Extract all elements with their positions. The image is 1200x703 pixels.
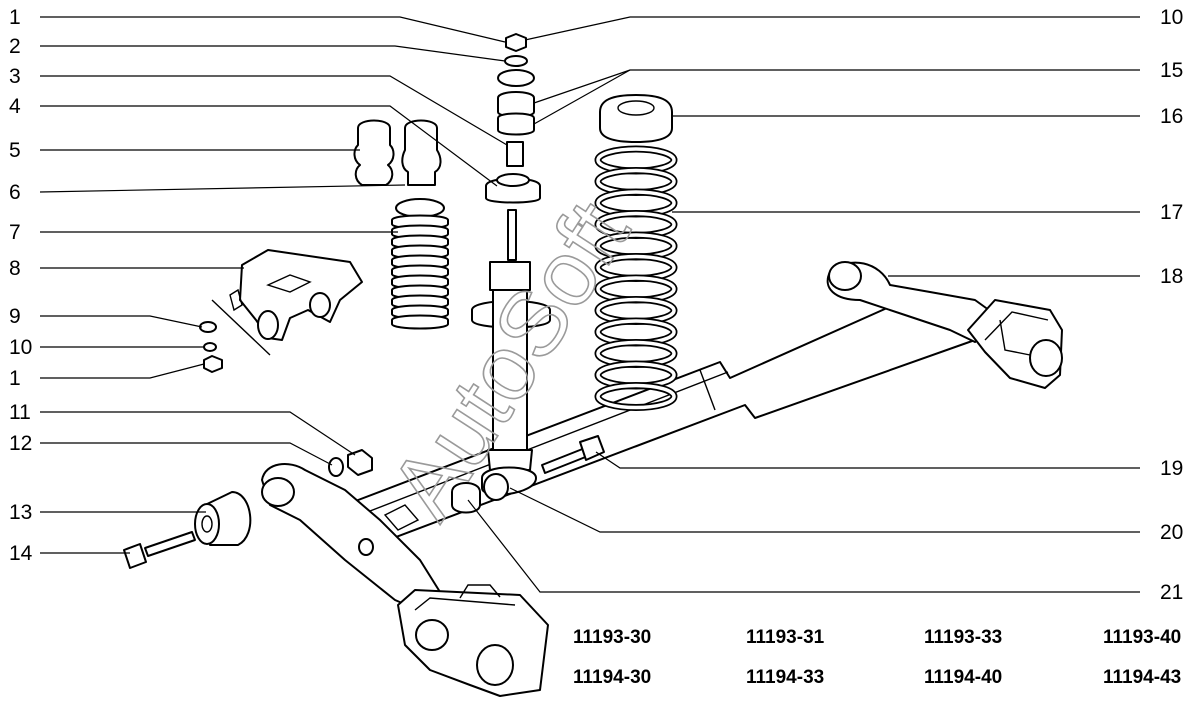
callout-3: 3 [9, 65, 21, 88]
callout-19: 19 [1160, 457, 1183, 480]
nut-21 [451, 482, 481, 514]
callout-6: 6 [9, 181, 21, 204]
model-code: 11194-33 [746, 667, 824, 688]
boot-ring [391, 314, 449, 330]
callout-12: 12 [9, 432, 32, 455]
callout-1-lower: 1 [9, 367, 21, 390]
callout-13: 13 [9, 501, 32, 524]
spring-coil-highlight [596, 383, 676, 410]
callout-15: 15 [1160, 59, 1183, 82]
callout-9: 9 [9, 305, 21, 328]
nut-11 [347, 449, 373, 476]
model-code: 11193-40 [1103, 627, 1181, 648]
washer-12 [328, 457, 344, 477]
callout-4: 4 [9, 95, 21, 118]
callout-16: 16 [1160, 105, 1183, 128]
model-code: 11194-30 [573, 667, 651, 688]
callout-20: 20 [1160, 521, 1183, 544]
bushing-13 [194, 491, 252, 546]
callout-14: 14 [9, 542, 33, 565]
bolt-14 [123, 531, 196, 569]
model-code: 11194-43 [1103, 667, 1181, 688]
top-mount [485, 33, 541, 204]
callouts-right: 10 15 16 17 18 19 20 21 [1160, 6, 1183, 604]
callout-8: 8 [9, 257, 21, 280]
body-bracket [199, 249, 363, 373]
callout-18: 18 [1160, 265, 1183, 288]
coil-spring [594, 94, 678, 411]
protective-boot [391, 198, 449, 330]
bump-stops [353, 119, 442, 186]
model-code: 11193-33 [924, 627, 1002, 648]
callout-2: 2 [9, 35, 21, 58]
model-code: 11193-31 [746, 627, 825, 648]
model-codes: 11193-30 11193-31 11193-33 11193-40 1119… [573, 627, 1181, 688]
callout-17: 17 [1160, 201, 1183, 224]
model-code: 11193-30 [573, 627, 651, 648]
leader-lines [39, 16, 1140, 593]
callout-1: 1 [9, 6, 21, 29]
callout-10: 10 [9, 336, 32, 359]
shock-absorber [471, 209, 551, 501]
callout-5: 5 [9, 139, 21, 162]
callout-7: 7 [9, 221, 21, 244]
callout-11: 11 [9, 401, 31, 424]
callout-10-right: 10 [1160, 6, 1183, 29]
callout-21: 21 [1160, 581, 1183, 604]
model-code: 11194-40 [924, 667, 1002, 688]
callouts-left: 1 2 3 4 5 6 7 8 9 10 1 11 12 13 14 [9, 6, 33, 565]
